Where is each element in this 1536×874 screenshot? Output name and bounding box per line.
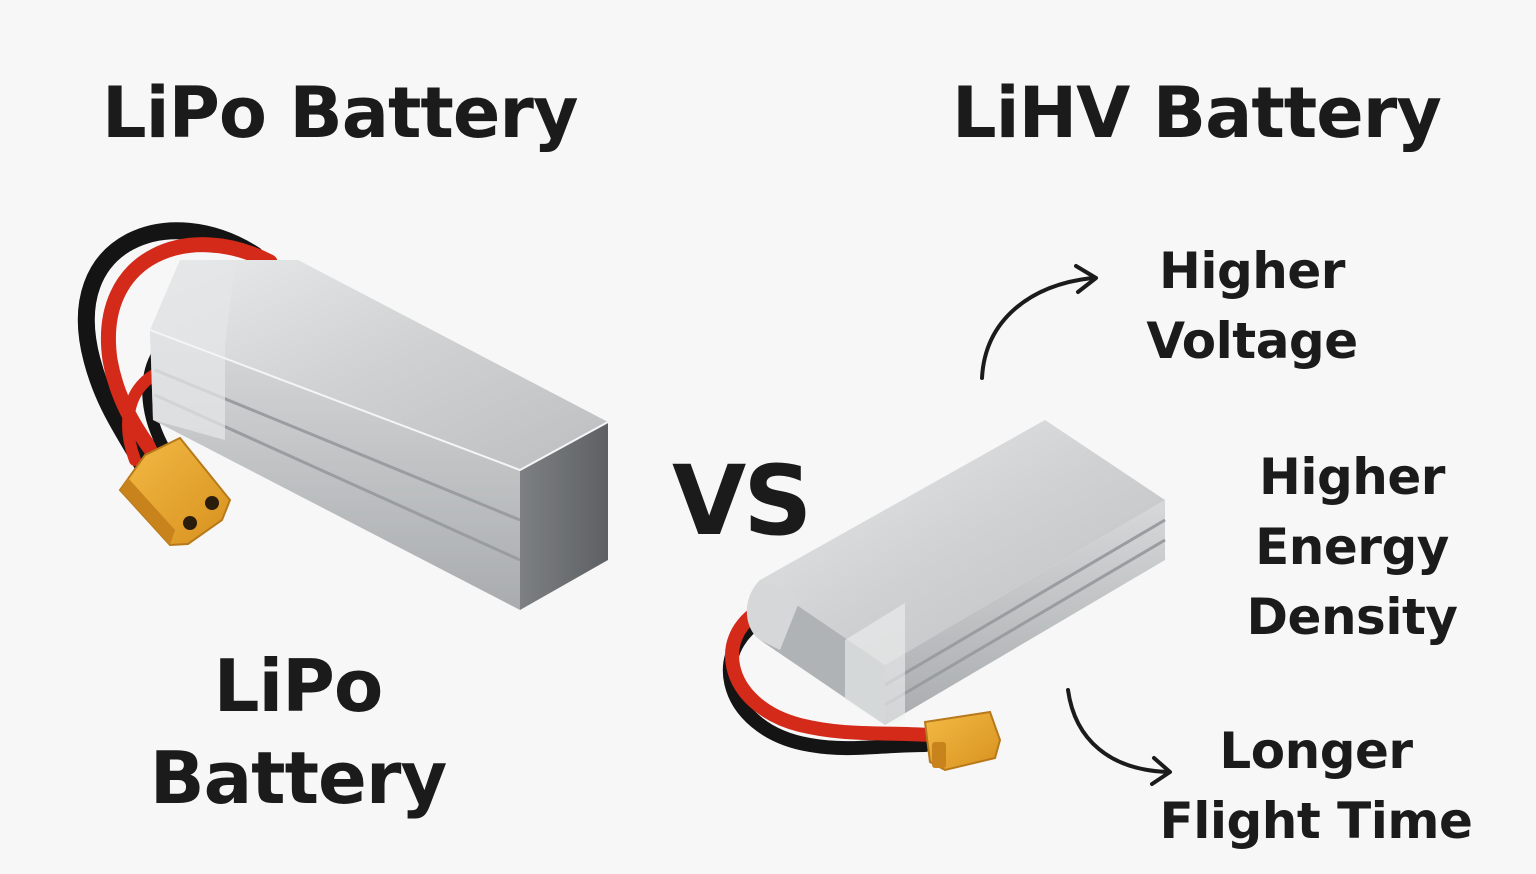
caption-line: LiPo bbox=[213, 644, 384, 728]
lihv-body bbox=[746, 420, 1166, 725]
arrow-down-right-icon bbox=[1066, 688, 1172, 786]
feature-higher-energy-density: Higher Energy Density bbox=[1230, 442, 1474, 652]
feature-line: Longer bbox=[1219, 722, 1413, 780]
lipo-title: LiPo Battery bbox=[102, 72, 579, 154]
feature-line: Density bbox=[1246, 588, 1458, 646]
lihv-title: LiHV Battery bbox=[952, 72, 1442, 154]
feature-line: Voltage bbox=[1146, 312, 1358, 370]
lihv-battery-image bbox=[722, 420, 1166, 772]
feature-line: Flight Time bbox=[1159, 792, 1473, 850]
feature-line: Higher bbox=[1259, 448, 1445, 506]
lipo-body bbox=[149, 260, 609, 610]
lihv-connector bbox=[923, 710, 1002, 772]
feature-longer-flight-time: Longer Flight Time bbox=[1146, 716, 1486, 856]
lipo-connector bbox=[118, 436, 232, 547]
vs-label: VS bbox=[672, 445, 812, 557]
caption-line: Battery bbox=[149, 736, 448, 820]
feature-line: Higher bbox=[1159, 242, 1345, 300]
feature-higher-voltage: Higher Voltage bbox=[1132, 236, 1372, 376]
lipo-caption: LiPo Battery bbox=[140, 640, 456, 824]
lihv-wires bbox=[722, 598, 937, 756]
feature-line: Energy bbox=[1255, 518, 1449, 576]
lipo-battery-image bbox=[77, 222, 609, 610]
arrow-up-right-icon bbox=[980, 264, 1098, 380]
